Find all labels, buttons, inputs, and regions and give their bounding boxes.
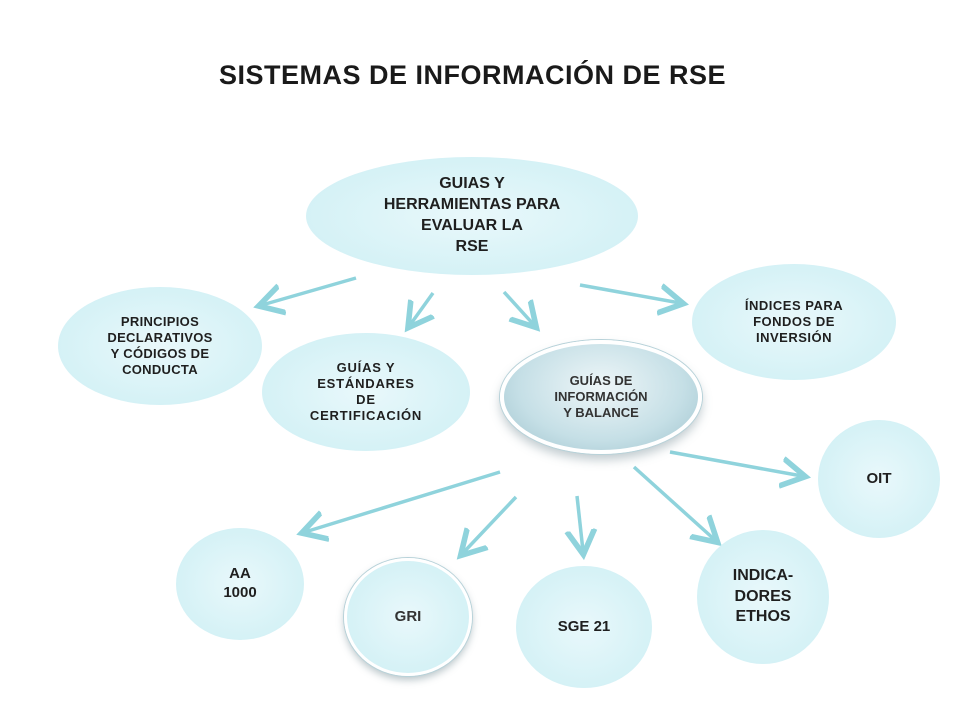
node-aa1000: AA 1000: [176, 528, 304, 640]
node-gri: GRI: [344, 558, 472, 676]
node-guias-estandares-certificacion: GUÍAS Y ESTÁNDARES DE CERTIFICACIÓN: [262, 333, 470, 451]
arrow-top-to-guias: [502, 290, 534, 325]
node-sge21: SGE 21: [516, 566, 652, 688]
arrow-guias-to-aa1000: [305, 470, 501, 532]
arrow-guias-to-gri: [463, 495, 518, 553]
node-indicadores-ethos: INDICA- DORES ETHOS: [697, 530, 829, 664]
node-guias-informacion-balance: GUÍAS DE INFORMACIÓN Y BALANCE: [500, 340, 702, 454]
node-guias-herramientas: GUIAS Y HERRAMIENTAS PARA EVALUAR LA RSE: [306, 157, 638, 275]
node-indices-fondos-inversion: ÍNDICES PARA FONDOS DE INVERSIÓN: [692, 264, 896, 380]
arrow-top-to-estandares: [410, 291, 433, 325]
node-principios-declarativos: PRINCIPIOS DECLARATIVOS Y CÓDIGOS DE CON…: [58, 287, 262, 405]
arrow-top-to-indices: [579, 283, 680, 303]
arrow-guias-to-ethos: [632, 465, 715, 540]
node-oit: OIT: [818, 420, 940, 538]
arrow-top-to-principios: [262, 276, 357, 305]
diagram-title: SISTEMAS DE INFORMACIÓN DE RSE: [218, 60, 727, 90]
arrow-guias-to-sge21: [577, 495, 583, 551]
arrow-guias-to-oit: [669, 450, 802, 476]
